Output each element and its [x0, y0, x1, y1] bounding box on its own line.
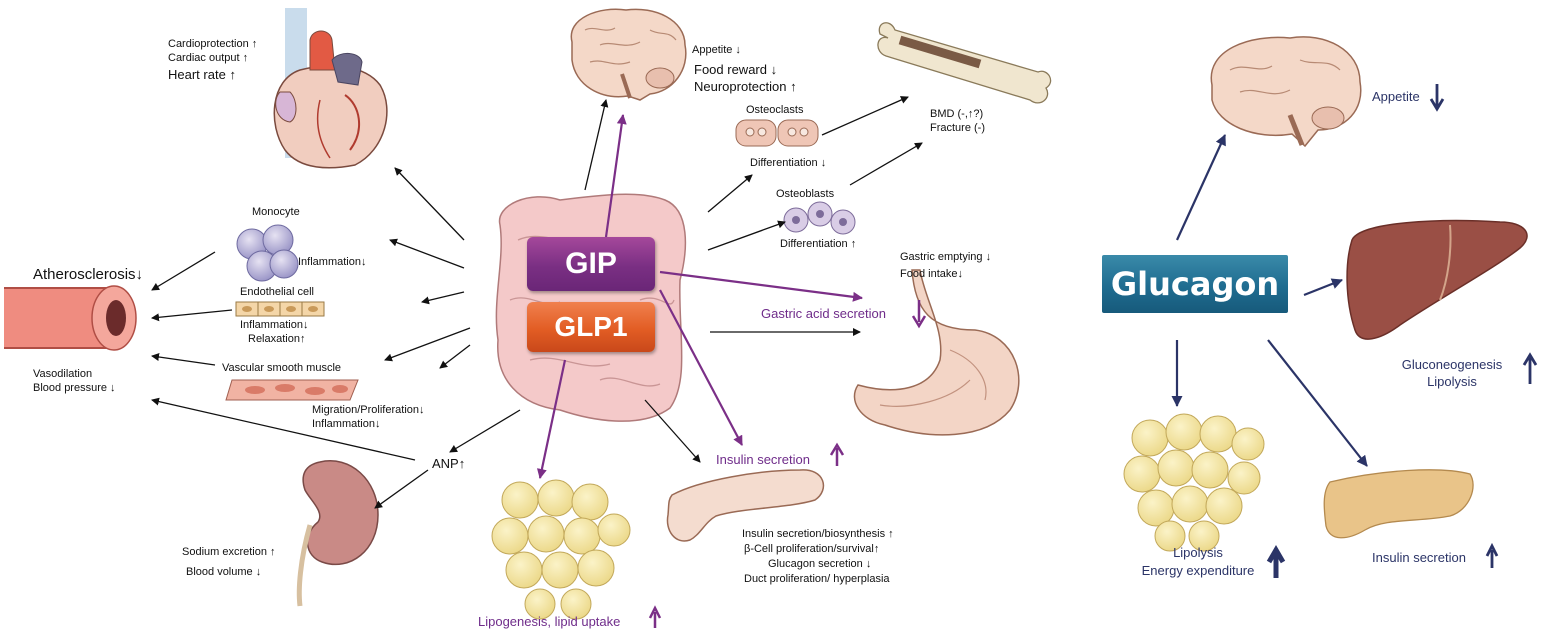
blood-volume-label: Blood volume ↓: [186, 566, 262, 578]
osteoblasts-label: Osteoblasts: [776, 188, 835, 200]
vasodilation-label: Vasodilation: [33, 368, 93, 380]
anp-label: ANP↑: [432, 456, 466, 471]
artery-illustration: [4, 285, 137, 351]
lipolysis-liver-label: Lipolysis: [1427, 374, 1477, 389]
glucagon-badge: Glucagon: [1102, 255, 1288, 313]
glucagon-insulin-label: Insulin secretion: [1372, 550, 1466, 565]
insulin-secretion-center-label: Insulin secretion: [716, 452, 810, 467]
gip-badge: GIP: [527, 237, 655, 291]
blood-pressure-label: Blood pressure ↓: [33, 382, 116, 394]
bmd-label: BMD (-,↑?): [930, 108, 984, 120]
migration-label: Migration/Proliferation↓: [312, 404, 425, 416]
endothelial-illustration: [235, 301, 325, 317]
lipolysis-label: Lipolysis: [1173, 545, 1223, 560]
biosynthesis-label: Insulin secretion/biosynthesis ↑: [742, 528, 894, 540]
relaxation-label: Relaxation↑: [248, 333, 306, 345]
gluconeogenesis-label: Gluconeogenesis: [1401, 357, 1503, 372]
brain-center-illustration: [570, 8, 687, 101]
glp1-badge: GLP1: [527, 302, 655, 352]
osteoclast-differentiation-label: Differentiation ↓: [750, 157, 827, 169]
osteoblast-differentiation-label: Differentiation ↑: [780, 238, 857, 250]
black-arrows: [151, 96, 923, 509]
appetite-center-label: Appetite ↓: [692, 44, 741, 56]
smooth-muscle-label: Vascular smooth muscle: [222, 362, 342, 374]
monocyte-illustration: [236, 224, 299, 282]
energy-expenditure-label: Energy expenditure: [1141, 563, 1255, 578]
sodium-excretion-label: Sodium excretion ↑: [182, 546, 276, 558]
monocyte-label: Monocyte: [252, 206, 300, 218]
navy-arrows: [1171, 134, 1368, 467]
monocyte-inflammation-label: Inflammation↓: [298, 256, 367, 268]
endothelial-label: Endothelial cell: [240, 286, 314, 298]
gastric-emptying-label: Gastric emptying ↓: [900, 251, 992, 263]
heart-rate-label: Heart rate: [168, 67, 236, 82]
osteoclasts-label: Osteoclasts: [746, 104, 804, 116]
cardioprotection-label: Cardioprotection ↑: [168, 38, 258, 50]
indicator-arrows: [648, 84, 1538, 628]
smc-inflammation-label: Inflammation↓: [312, 418, 381, 430]
adipocyte-center-illustration: [491, 479, 631, 620]
lipogenesis-label: Lipogenesis, lipid uptake: [478, 614, 621, 629]
pancreas-right-illustration: [1323, 469, 1474, 539]
food-reward-label: Food reward ↓: [694, 62, 778, 77]
cardiac-output-label: Cardiac output ↑: [168, 52, 249, 64]
glucagon-secretion-label: Glucagon secretion ↓: [768, 558, 872, 570]
beta-cell-label: β-Cell proliferation/survival↑: [744, 543, 880, 555]
liver-illustration: [1346, 219, 1528, 340]
adipocyte-right-illustration: [1123, 413, 1265, 552]
endothelial-inflammation-label: Inflammation↓: [240, 319, 309, 331]
glucagon-appetite-label: Appetite: [1372, 89, 1420, 104]
osteoclast-illustration: [735, 119, 819, 147]
atherosclerosis-label: Atherosclerosis↓: [33, 266, 144, 283]
bone-illustration: [877, 22, 1052, 104]
brain-right-illustration: [1210, 36, 1362, 148]
fracture-label: Fracture (-): [930, 122, 985, 134]
gastric-acid-label: Gastric acid secretion: [761, 306, 886, 321]
food-intake-label: Food intake↓: [900, 268, 963, 280]
neuroprotection-label: Neuroprotection: [694, 79, 797, 94]
smooth-muscle-illustration: [225, 379, 359, 401]
heart-illustration: [273, 8, 388, 169]
stomach-illustration: [853, 269, 1020, 436]
kidney-illustration: [296, 460, 379, 607]
pancreas-center-illustration: [666, 469, 825, 542]
duct-label: Duct proliferation/ hyperplasia: [744, 573, 890, 585]
purple-arrows: [536, 114, 863, 479]
osteoblast-illustration: [783, 201, 856, 235]
